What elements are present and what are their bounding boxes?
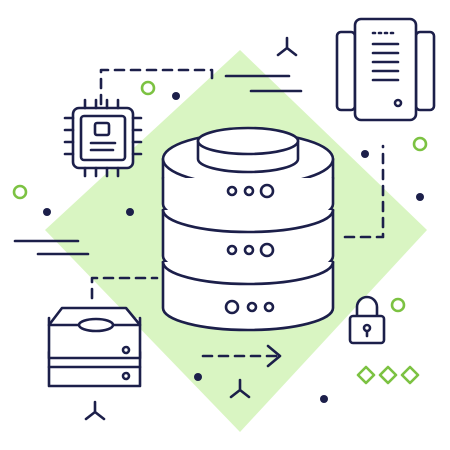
- diamond-icon: [400, 365, 420, 385]
- padlock-icon: [348, 295, 386, 345]
- dashed-connectors: [90, 68, 385, 300]
- hard-drive-icon: [47, 306, 142, 388]
- accent-lines: [13, 74, 303, 256]
- decor-dots: [43, 92, 424, 403]
- microchip-icon: [63, 98, 143, 178]
- diamond-icon: [356, 365, 376, 385]
- accent-shapes: [12, 80, 428, 385]
- arrow-right-icon: [201, 344, 282, 368]
- server-rack-icon: [335, 17, 436, 122]
- sparkle-icon: [84, 36, 298, 421]
- diamond-icon: [378, 365, 398, 385]
- database-icon: [161, 126, 335, 332]
